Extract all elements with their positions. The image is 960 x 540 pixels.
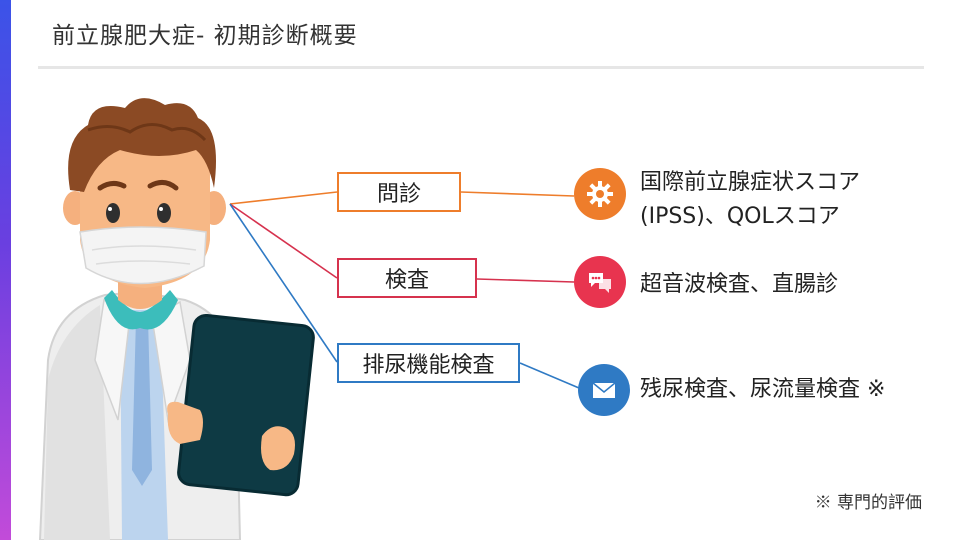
envelope-icon [592,382,616,398]
gear-icon-badge [574,168,626,220]
result-exam: 超音波検査、直腸診 [640,268,838,302]
category-label: 排尿機能検査 [362,353,495,378]
connector-lines [229,191,580,389]
category-label: 問診 [376,182,421,207]
category-label: 検査 [384,268,429,293]
result-interview: 国際前立腺症状スコア (IPSS)、QOLスコア [640,166,860,234]
result-line: 残尿検査、尿流量検査 ※ [640,377,886,402]
category-box-interview: 問診 [337,172,461,212]
footnote: ※ 専門的評価 [814,493,922,513]
result-line: 超音波検査、直腸診 [640,272,839,297]
page-title: 前立腺肥大症- 初期診断概要 [52,23,358,49]
category-box-urination-test: 排尿機能検査 [337,343,520,383]
accent-bar [0,0,11,540]
result-line: 国際前立腺症状スコア [640,170,861,195]
gear-icon [587,181,613,207]
result-urination-test: 残尿検査、尿流量検査 ※ [640,373,885,407]
result-line: (IPSS)、QOLスコア [640,204,840,229]
category-box-exam: 検査 [337,258,477,298]
chat-bubbles-icon [589,273,611,293]
envelope-icon-badge [578,364,630,416]
chat-icon-badge [574,256,626,308]
title-divider [38,66,924,69]
doctor-illustration [38,98,315,540]
